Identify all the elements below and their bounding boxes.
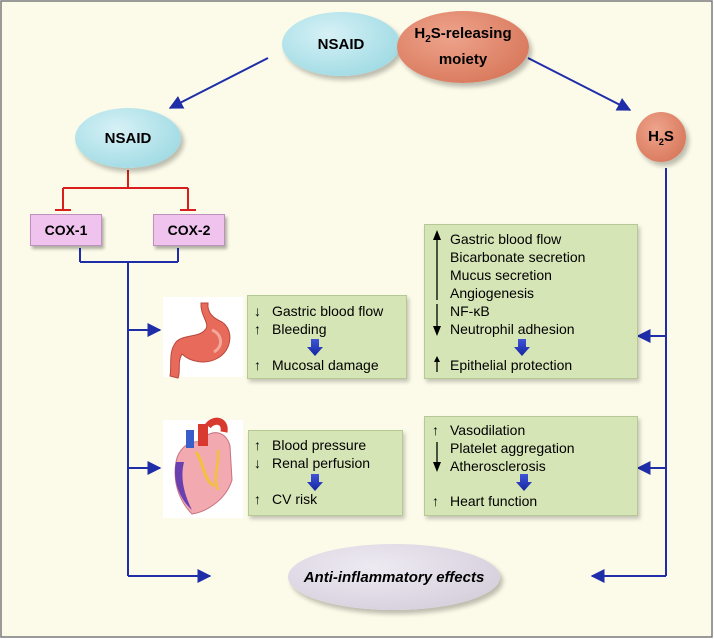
effect-bleeding: Bleeding (272, 321, 327, 337)
anti-inflammatory-node: Anti-inflammatory effects (288, 544, 500, 610)
arrow-to-h2s (527, 57, 632, 111)
up-arrow: ↑ (432, 422, 439, 438)
inhibition-lines (55, 170, 196, 211)
cox1-label: COX-1 (44, 222, 88, 238)
up-arrow: ↑ (254, 437, 261, 453)
down-arrow: ↓ (254, 455, 261, 471)
heart-icon (163, 417, 243, 518)
effect-mucus-secretion: Mucus secretion (450, 267, 552, 283)
cox1-box: COX-1 (30, 214, 102, 246)
nsaid-node: NSAID (75, 108, 181, 168)
nsaid-top-label: NSAID (317, 35, 365, 53)
cox2-box: COX-2 (153, 214, 225, 246)
effect-platelet-aggregation: Platelet aggregation (450, 440, 575, 456)
nsaid-top-node: NSAID (282, 12, 400, 76)
nsaid-heart-effects-box (248, 430, 403, 516)
h2s-stomach-effects-box (424, 224, 638, 379)
effect-cv-risk: CV risk (272, 491, 318, 507)
arrow-to-nsaid (168, 57, 269, 109)
anti-inflammatory-label: Anti-inflammatory effects (303, 568, 485, 586)
up-arrow: ↑ (254, 321, 261, 337)
effect-angiogenesis: Angiogenesis (450, 285, 535, 301)
effect-atherosclerosis: Atherosclerosis (450, 458, 546, 474)
h2s-label: H2S (648, 127, 674, 147)
effect-gastric-blood-flow: Gastric blood flow (272, 303, 384, 319)
effect-gastric-blood-flow: Gastric blood flow (450, 231, 562, 247)
h2s-node: H2S (636, 112, 686, 162)
effect-nf-kb: NF-κB (450, 303, 490, 319)
cox2-label: COX-2 (167, 222, 211, 238)
effect-heart-function: Heart function (450, 493, 538, 509)
effect-renal-perfusion: Renal perfusion (272, 455, 371, 471)
effect-vasodilation: Vasodilation (450, 422, 526, 438)
down-arrow: ↓ (254, 303, 261, 319)
effect-mucosal-damage: Mucosal damage (272, 357, 379, 373)
effect-bicarbonate-secretion: Bicarbonate secretion (450, 249, 586, 265)
up-arrow: ↑ (254, 357, 261, 373)
effect-blood-pressure: Blood pressure (272, 437, 367, 453)
effect-epithelial-protection: Epithelial protection (450, 357, 573, 373)
nsaid-stomach-effects-box (247, 295, 407, 379)
stomach-icon (163, 297, 243, 379)
nsaid-effect-connectors (79, 248, 212, 583)
h2s-effect-connectors (590, 168, 667, 583)
h2s-heart-effects-box (424, 416, 638, 516)
nsaid-label: NSAID (104, 129, 152, 147)
effect-neutrophil-adhesion: Neutrophil adhesion (450, 321, 575, 337)
up-arrow: ↑ (432, 493, 439, 509)
up-arrow: ↑ (254, 491, 261, 507)
